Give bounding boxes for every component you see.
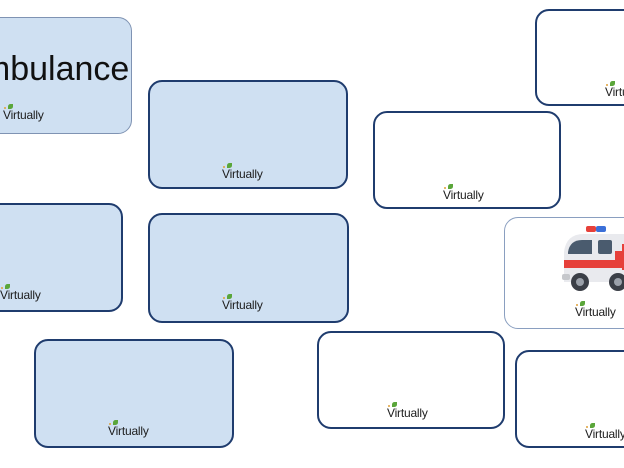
virtually-logo: Virtually: [387, 402, 428, 420]
word-card-ambulance[interactable]: ambulance Virtually: [0, 17, 132, 134]
virtually-logo: Virtually: [585, 423, 624, 441]
memory-card[interactable]: Virtually: [373, 111, 561, 209]
picture-card-ambulance[interactable]: Virtually: [504, 217, 624, 329]
memory-card[interactable]: Virtually: [317, 331, 505, 429]
memory-card[interactable]: Virtually: [0, 203, 123, 312]
virtually-logo: Virtually: [443, 184, 484, 202]
memory-card[interactable]: Virtually: [535, 9, 624, 106]
ambulance-icon: [562, 226, 624, 291]
memory-card[interactable]: Virtually: [148, 213, 349, 323]
virtually-logo: Virtually: [575, 301, 616, 319]
memory-card[interactable]: Virtually: [515, 350, 624, 448]
memory-card[interactable]: Virtually: [34, 339, 234, 448]
virtually-logo: Virtually: [605, 81, 624, 99]
virtually-logo: Virtually: [222, 294, 263, 312]
memory-card[interactable]: Virtually: [148, 80, 348, 189]
card-word: ambulance: [0, 50, 130, 88]
virtually-logo: Virtually: [0, 284, 41, 302]
virtually-logo: Virtually: [222, 163, 263, 181]
virtually-logo: Virtually: [108, 420, 149, 438]
virtually-logo: Virtually: [3, 104, 44, 122]
